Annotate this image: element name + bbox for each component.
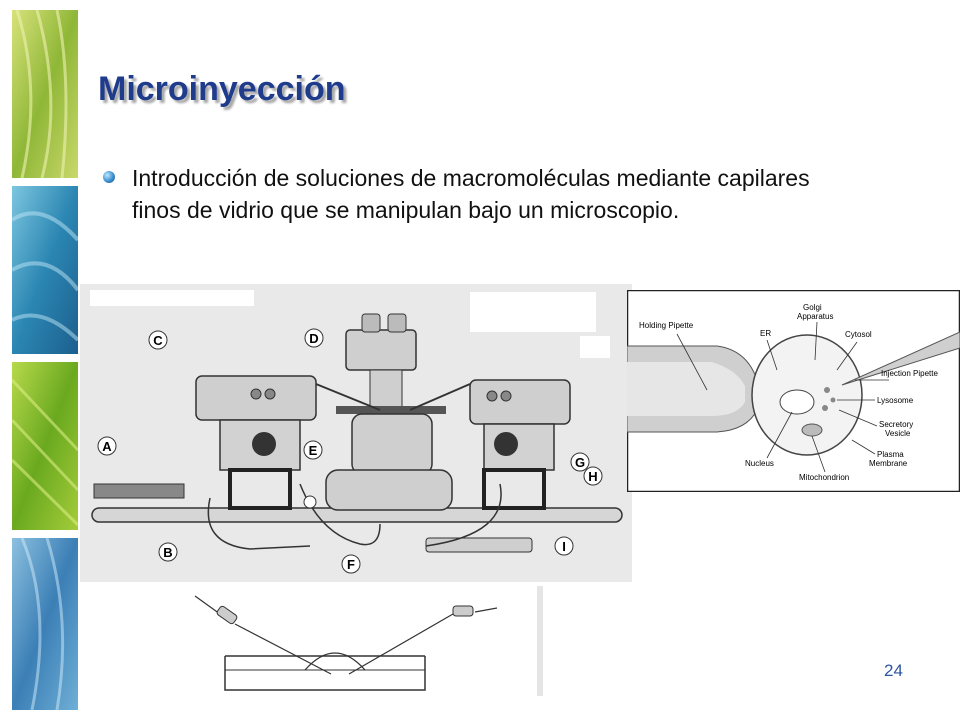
rig-label-h: H bbox=[583, 466, 603, 486]
label-mitochondrion: Mitochondrion bbox=[799, 473, 849, 482]
page-number: 24 bbox=[884, 661, 903, 680]
microinjection-rig-figure: A B C D E F G H I bbox=[80, 284, 632, 582]
label-secretory: Secretory bbox=[879, 420, 913, 429]
rig-label-f: F bbox=[341, 554, 361, 574]
rig-label-d: D bbox=[304, 328, 324, 348]
bullet-text: Introducción de soluciones de macromoléc… bbox=[132, 165, 810, 223]
rig-label-i: I bbox=[554, 536, 574, 556]
pipette-closeup-figure bbox=[145, 586, 543, 696]
svg-text:E: E bbox=[309, 443, 318, 458]
rig-label-a: A bbox=[97, 436, 117, 456]
label-membrane: Membrane bbox=[869, 459, 908, 468]
rig-label-e: E bbox=[303, 440, 323, 460]
cell-microinjection-diagram: Holding Pipette Golgi Apparatus ER Cytos… bbox=[627, 290, 960, 492]
svg-text:D: D bbox=[309, 331, 318, 346]
svg-text:F: F bbox=[347, 557, 355, 572]
rig-label-b: B bbox=[158, 542, 178, 562]
label-lysosome: Lysosome bbox=[877, 396, 914, 405]
label-plasma: Plasma bbox=[877, 450, 904, 459]
label-injection-pipette: Injection Pipette bbox=[881, 369, 938, 378]
svg-text:G: G bbox=[575, 455, 585, 470]
decorative-texture-strip bbox=[12, 10, 78, 710]
label-holding-pipette: Holding Pipette bbox=[639, 321, 694, 330]
label-er: ER bbox=[760, 329, 771, 338]
rig-label-g: G bbox=[570, 452, 590, 472]
svg-text:H: H bbox=[588, 469, 597, 484]
svg-text:I: I bbox=[562, 539, 566, 554]
slide-title: Microinyección bbox=[98, 70, 346, 108]
label-apparatus: Apparatus bbox=[797, 312, 833, 321]
label-cytosol: Cytosol bbox=[845, 330, 872, 339]
label-golgi: Golgi bbox=[803, 303, 822, 312]
label-nucleus: Nucleus bbox=[745, 459, 774, 468]
bullet-icon bbox=[103, 171, 115, 183]
rig-label-c: C bbox=[148, 330, 168, 350]
svg-text:B: B bbox=[163, 545, 172, 560]
svg-text:C: C bbox=[153, 333, 163, 348]
svg-text:A: A bbox=[102, 439, 112, 454]
label-vesicle: Vesicle bbox=[885, 429, 911, 438]
